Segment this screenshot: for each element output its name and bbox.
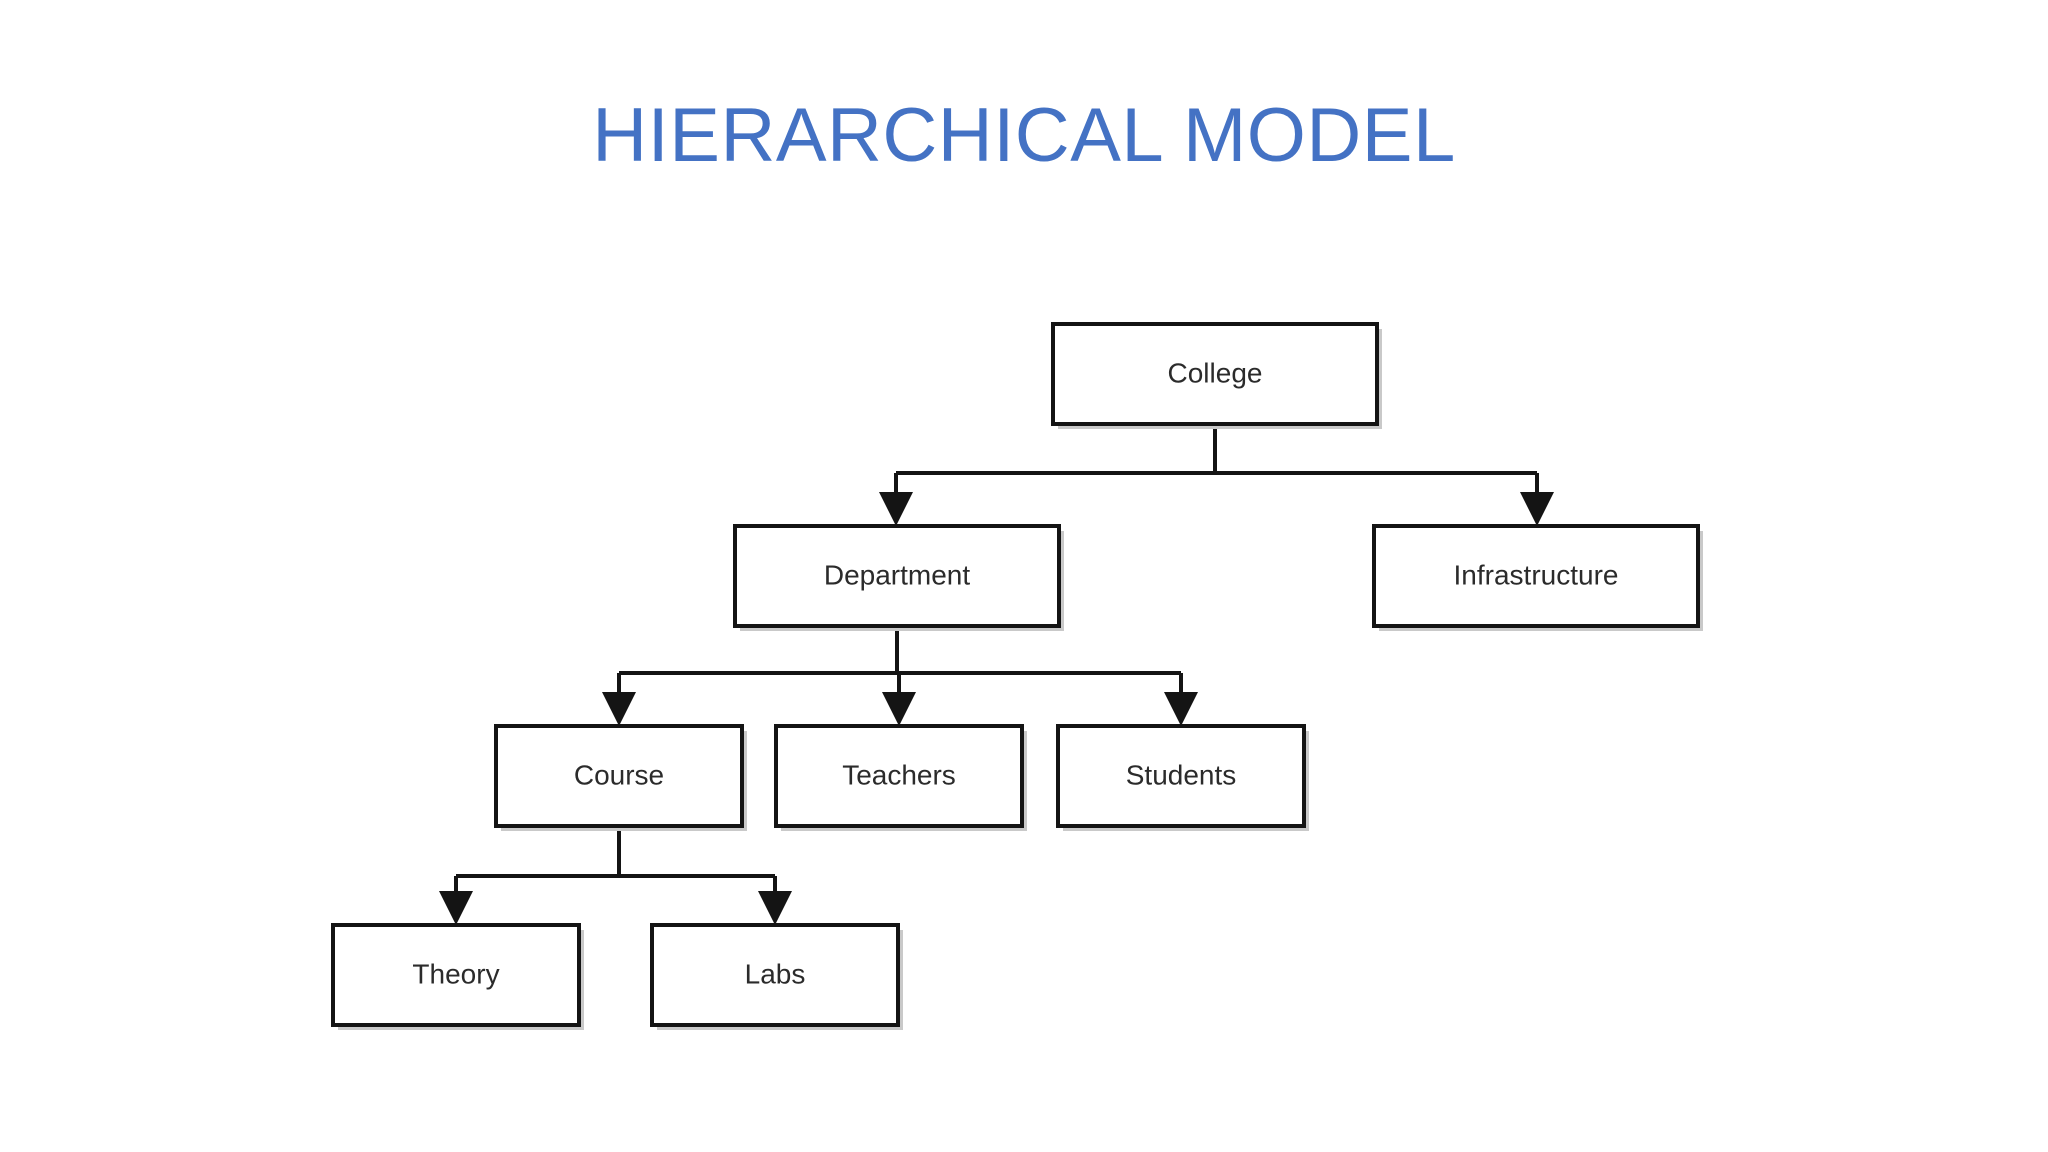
node-label-course: Course — [574, 759, 664, 790]
node-label-theory: Theory — [412, 958, 499, 989]
node-label-college: College — [1168, 357, 1263, 388]
node-college[interactable]: College — [1051, 322, 1382, 429]
node-label-infrastructure: Infrastructure — [1454, 559, 1619, 590]
node-label-students: Students — [1126, 759, 1237, 790]
node-rect-course[interactable] — [494, 724, 744, 828]
node-rect-labs[interactable] — [650, 923, 900, 1027]
node-department[interactable]: Department — [733, 524, 1064, 631]
arrowhead-department — [879, 492, 913, 526]
node-labs[interactable]: Labs — [650, 923, 903, 1030]
node-theory[interactable]: Theory — [331, 923, 584, 1030]
node-label-teachers: Teachers — [842, 759, 956, 790]
node-students[interactable]: Students — [1056, 724, 1309, 831]
arrowhead-teachers — [882, 692, 916, 726]
node-rect-infrastructure[interactable] — [1372, 524, 1700, 628]
node-rect-department[interactable] — [733, 524, 1061, 628]
arrowhead-theory — [439, 891, 473, 925]
node-infrastructure[interactable]: Infrastructure — [1372, 524, 1703, 631]
page-title: HIERARCHICAL MODEL — [592, 93, 1456, 178]
node-rect-students[interactable] — [1056, 724, 1306, 828]
arrowhead-labs — [758, 891, 792, 925]
arrowhead-course — [602, 692, 636, 726]
node-teachers[interactable]: Teachers — [774, 724, 1027, 831]
arrowhead-students — [1164, 692, 1198, 726]
arrowhead-infrastructure — [1520, 492, 1554, 526]
node-rect-college[interactable] — [1051, 322, 1379, 426]
connector-group-department — [602, 626, 1198, 726]
node-label-labs: Labs — [745, 958, 806, 989]
node-label-department: Department — [824, 559, 971, 590]
node-rect-teachers[interactable] — [774, 724, 1024, 828]
node-rect-theory[interactable] — [331, 923, 581, 1027]
connector-group-course — [439, 826, 792, 925]
node-course[interactable]: Course — [494, 724, 747, 831]
connector-group-college — [879, 424, 1554, 526]
